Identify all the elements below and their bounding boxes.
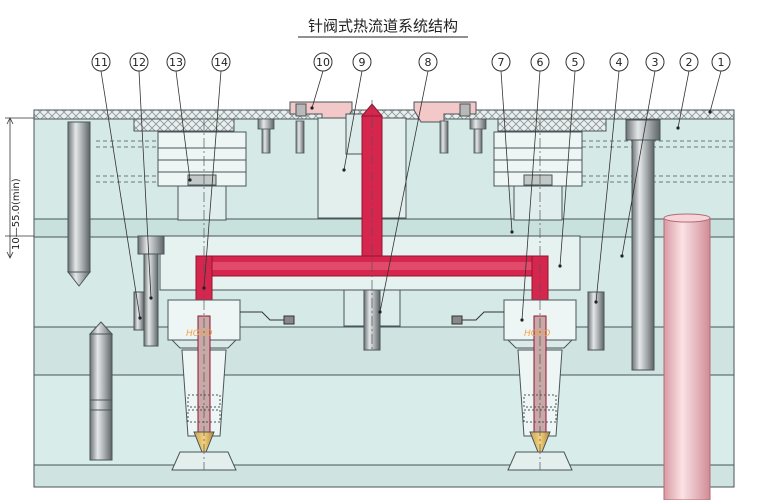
heater-wires: [240, 311, 504, 325]
callout-dot-14: [202, 286, 206, 290]
bolts: [66, 119, 661, 461]
callout-circle-14: [211, 52, 231, 72]
dimension-label: 10—55.0(min): [11, 178, 22, 250]
callout-circle-6: [530, 52, 550, 72]
callout-dot-12: [149, 296, 153, 300]
callout-circle-12: [129, 52, 149, 72]
callout-leader-8: [379, 70, 429, 313]
callout-circle-9: [352, 52, 372, 72]
callout-dot-7: [510, 230, 514, 234]
callout-label-9: 9: [359, 56, 366, 69]
callout-circle-10: [313, 52, 333, 72]
cooling-lines: [96, 140, 734, 183]
callout-leader-2: [677, 70, 690, 129]
callout-leader-10: [311, 70, 324, 109]
callout-circle-13: [166, 52, 186, 72]
callout-label-7: 7: [498, 56, 505, 69]
callout-leader-14: [203, 70, 222, 289]
callout-circle-4: [609, 52, 629, 72]
diagram-title: 针阀式热流道系统结构: [308, 17, 458, 35]
manifold-plate: [33, 218, 735, 238]
callout-leader-1: [709, 70, 722, 113]
callout-dot-11: [138, 316, 142, 320]
callout-dot-5: [558, 264, 562, 268]
right-actuator: [493, 118, 607, 221]
callout-dot-1: [708, 110, 712, 114]
dimension-marker: [5, 117, 34, 259]
callout-circle-3: [645, 52, 665, 72]
callout-label-8: 8: [425, 56, 432, 69]
right-brand-mark: HOPO: [524, 329, 550, 339]
callout-dot-2: [676, 126, 680, 130]
callout-leader-6: [521, 70, 541, 321]
callout-circle-11: [91, 52, 111, 72]
bottom-plate: [33, 464, 735, 488]
callout-label-10: 10: [316, 56, 330, 69]
callout-leader-11: [100, 70, 141, 319]
callout-dot-13: [188, 178, 192, 182]
callout-dot-8: [378, 310, 382, 314]
top-screws: [257, 118, 487, 154]
callout-label-2: 2: [686, 56, 693, 69]
callout-leader-3: [621, 70, 656, 257]
callout-label-11: 11: [94, 56, 108, 69]
callout-leader-12: [138, 70, 152, 299]
cavity-plate: [33, 326, 735, 376]
callout-label-6: 6: [537, 56, 544, 69]
callout-label-5: 5: [572, 56, 579, 69]
callout-leader-4: [595, 70, 620, 303]
callout-circle-2: [679, 52, 699, 72]
callout-label-4: 4: [616, 56, 623, 69]
center-lines: [203, 100, 541, 470]
callout-leader-13: [175, 70, 191, 181]
locating-ring: [289, 101, 477, 123]
callout-label-12: 12: [132, 56, 146, 69]
callout-leader-5: [559, 70, 576, 267]
callout-label-14: 14: [214, 56, 228, 69]
callout-dot-9: [342, 168, 346, 172]
core-plate: [33, 374, 735, 466]
callout-circle-8: [418, 52, 438, 72]
callout-dot-3: [620, 254, 624, 258]
gate-inserts: [171, 451, 573, 471]
callout-leader-9: [343, 70, 363, 171]
water-pipe: [663, 213, 711, 500]
left-brand-mark: HOPO: [186, 329, 212, 339]
callout-dot-4: [594, 300, 598, 304]
callout-leader-7: [500, 70, 513, 233]
left-actuator: [133, 118, 247, 221]
callout-label-3: 3: [652, 56, 659, 69]
callout-circle-5: [565, 52, 585, 72]
callout-dot-10: [310, 106, 314, 110]
callouts: 11 12 13 14 10 9 8 7 6 5 4 3 2 1: [91, 52, 731, 322]
callout-label-13: 13: [169, 56, 183, 69]
callout-circle-7: [491, 52, 511, 72]
callout-dot-6: [520, 318, 524, 322]
callout-circle-1: [711, 52, 731, 72]
callout-label-1: 1: [718, 56, 725, 69]
